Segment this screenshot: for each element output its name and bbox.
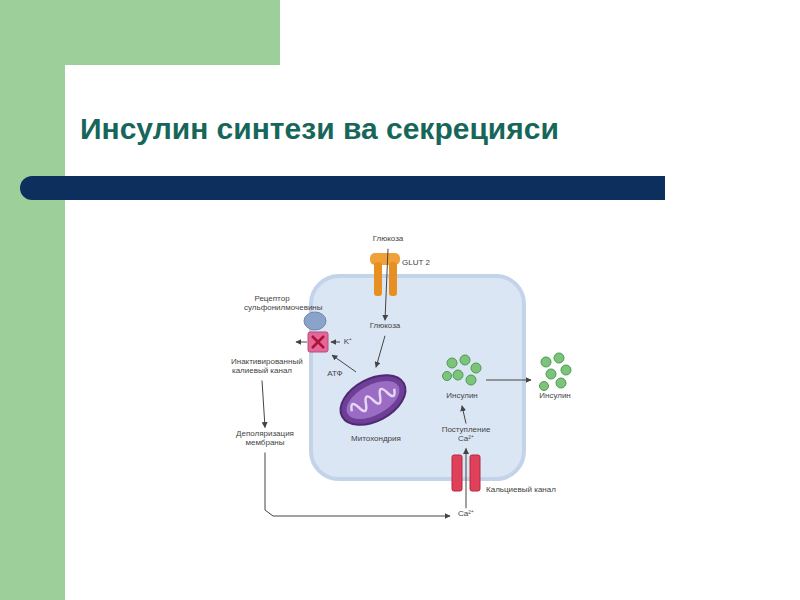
process-label: Деполяризация мембраны [235, 429, 295, 452]
flow-arrow [466, 449, 467, 509]
title-bar [20, 176, 665, 200]
flow-arrow [385, 249, 388, 321]
process-label: Глюкоза [365, 234, 411, 248]
part-label: Кальциевый канал [483, 485, 559, 495]
process-label: Инсулин [439, 355, 485, 405]
secreted-insulin [540, 353, 572, 391]
slide-title: Инсулин синтези ва секрецияси [80, 112, 559, 146]
flow-arrow [376, 336, 385, 368]
part-label: Рецептор сульфонилмочевины [244, 294, 300, 313]
slide-panel [65, 65, 800, 600]
flow-arrow [265, 453, 450, 517]
process-label: Инсулин [532, 355, 578, 405]
beta-cell [311, 276, 524, 479]
node-text: Инактивированный калиевый канал [231, 357, 293, 376]
green-band [0, 0, 65, 600]
flow-arrow [262, 381, 265, 428]
process-label: Поступление Ca²⁺ [433, 425, 499, 448]
process-label: Инактивированный калиевый канал [231, 357, 293, 380]
node-text: Митохондрия [345, 434, 407, 444]
part-label: K⁺ [341, 337, 355, 347]
glut2-transporter [370, 253, 400, 296]
flow-arrow [462, 406, 466, 424]
node-text: Глюкоза [362, 321, 408, 331]
mitochondrion [332, 365, 414, 435]
flow-arrow [486, 380, 531, 381]
green-band [0, 0, 280, 65]
process-label: Глюкоза [362, 321, 408, 335]
part-label: GLUT 2 [396, 258, 436, 268]
node-text: Инсулин [532, 391, 578, 401]
process-label: Ca²⁺ [451, 509, 481, 523]
part-label: АТФ [325, 369, 345, 379]
node-text: Глюкоза [365, 234, 411, 244]
katp-channel [296, 312, 356, 372]
node-text: Поступление Ca²⁺ [433, 425, 499, 444]
node-text: Инсулин [439, 391, 485, 401]
node-text: Деполяризация мембраны [235, 429, 295, 448]
process-label: Митохондрия [345, 368, 407, 448]
title-bar [60, 176, 665, 200]
node-text: Ca²⁺ [451, 509, 481, 519]
insulin-granules [443, 355, 482, 385]
